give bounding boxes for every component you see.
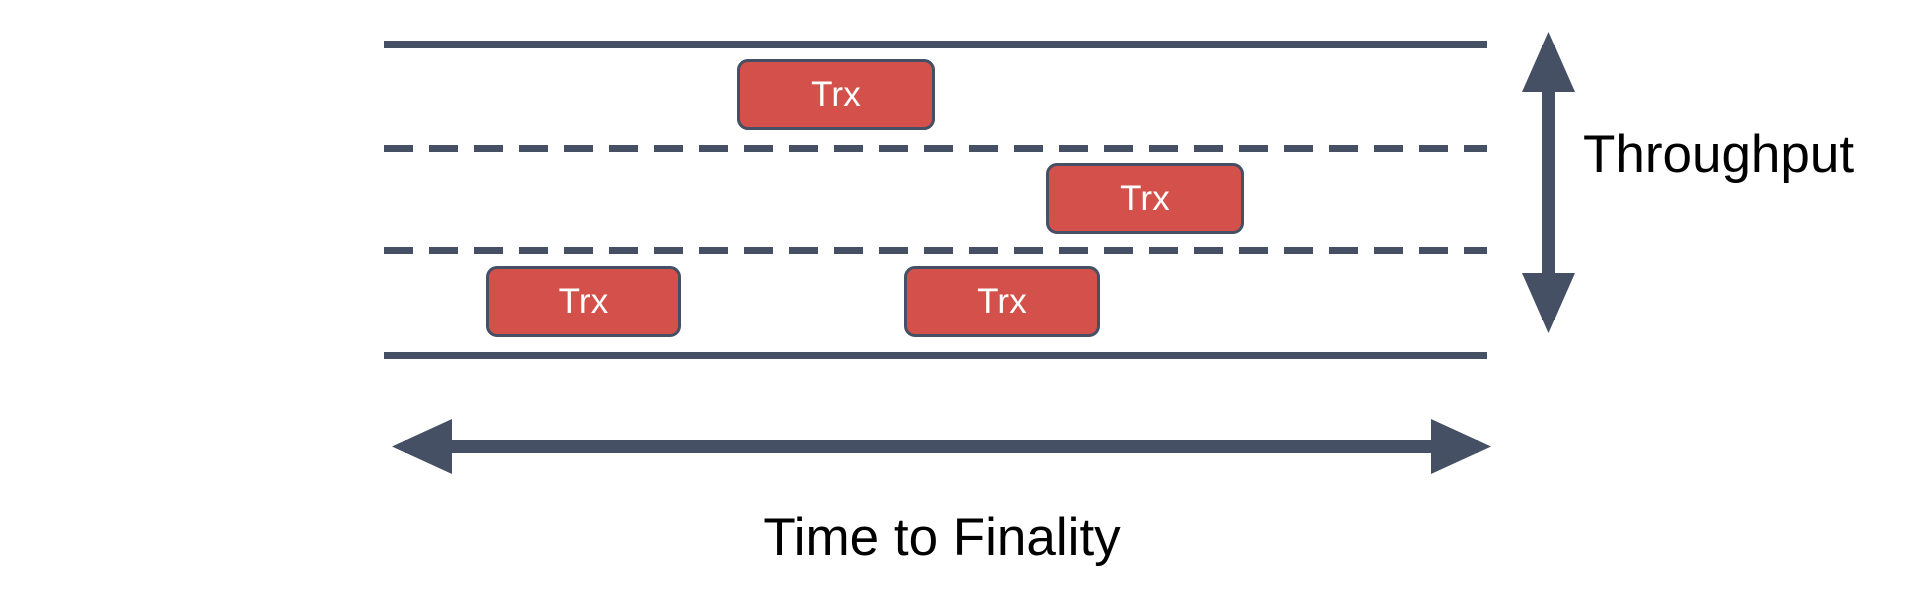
transaction-block-label: Trx <box>1120 179 1170 218</box>
lane-line-bottom-boundary <box>384 352 1487 359</box>
time-to-finality-axis-label: Time to Finality <box>763 508 1121 567</box>
transaction-block-label: Trx <box>811 75 861 114</box>
transaction-block-3[interactable]: Trx <box>486 266 681 337</box>
transaction-block-2[interactable]: Trx <box>1046 163 1244 234</box>
transaction-block-1[interactable]: Trx <box>737 59 935 130</box>
lane-line-divider-2 <box>384 247 1487 254</box>
throughput-axis-label: Throughput <box>1583 125 1855 184</box>
transaction-block-label: Trx <box>558 282 609 321</box>
throughput-arrow <box>1522 32 1575 333</box>
transaction-block-label: Trx <box>977 282 1027 321</box>
transaction-block-4[interactable]: Trx <box>904 266 1100 337</box>
lane-line-divider-1 <box>384 145 1487 152</box>
time-to-finality-arrow <box>392 419 1491 474</box>
lane-line-top-boundary <box>384 41 1487 48</box>
